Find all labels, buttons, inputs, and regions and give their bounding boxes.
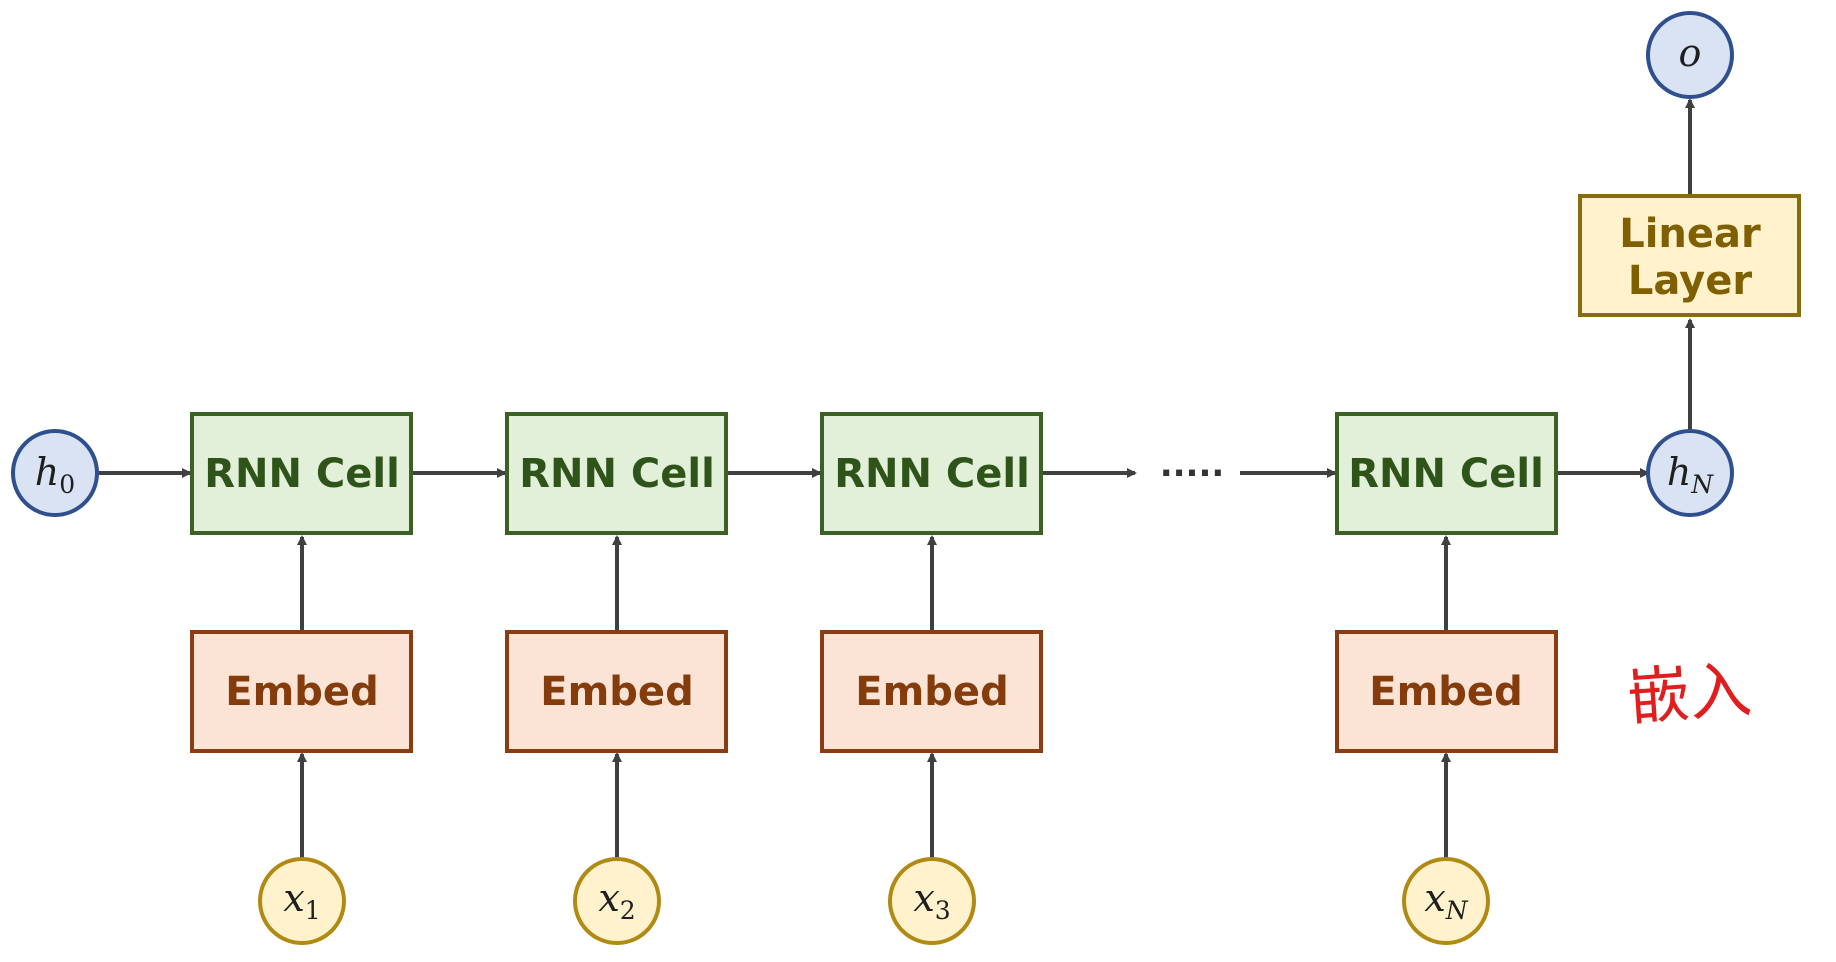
embed-1: Embed [190, 630, 413, 753]
h0-symbol: h [35, 450, 59, 494]
svg-text:x1: x1 [283, 876, 320, 925]
hN-subscript: N [1690, 470, 1714, 499]
hN-symbol: h [1667, 450, 1691, 494]
x3-symbol: x [913, 876, 934, 920]
xN-symbol: x [1424, 876, 1445, 920]
rnn-cell-3: RNN Cell [820, 412, 1043, 535]
output-symbol: o [1679, 31, 1702, 75]
rnn-cell-2: RNN Cell [505, 412, 728, 535]
input-node-2: x2 [573, 857, 661, 945]
x3-subscript: 3 [935, 896, 951, 925]
continuation-dots: ..... [1160, 445, 1225, 485]
x2-subscript: 2 [620, 896, 636, 925]
rnn-cell-2-label: RNN Cell [519, 451, 715, 497]
handwritten-note: 嵌入 [1625, 653, 1754, 734]
linear-layer-line2: Layer [1628, 258, 1752, 304]
rnn-cell-n-label: RNN Cell [1348, 451, 1544, 497]
rnn-cell-1: RNN Cell [190, 412, 413, 535]
svg-text:x3: x3 [913, 876, 950, 925]
xN-subscript: N [1445, 896, 1469, 925]
svg-text:hN: hN [1667, 450, 1714, 499]
input-node-3: x3 [888, 857, 976, 945]
svg-text:h0: h0 [35, 450, 75, 499]
rnn-cell-3-label: RNN Cell [834, 451, 1030, 497]
final-hidden-state-node: hN [1646, 429, 1734, 517]
output-node: o [1646, 11, 1734, 99]
input-node-1: x1 [258, 857, 346, 945]
linear-layer-line1: Linear [1619, 211, 1761, 257]
rnn-cell-n: RNN Cell [1335, 412, 1558, 535]
svg-text:x2: x2 [598, 876, 635, 925]
input-node-n: xN [1402, 857, 1490, 945]
embed-3-label: Embed [855, 669, 1008, 715]
h0-subscript: 0 [59, 470, 75, 499]
rnn-cell-1-label: RNN Cell [204, 451, 400, 497]
x1-subscript: 1 [305, 896, 321, 925]
embed-1-label: Embed [225, 669, 378, 715]
svg-text:xN: xN [1424, 876, 1468, 925]
embed-n-label: Embed [1369, 669, 1522, 715]
embed-2: Embed [505, 630, 728, 753]
x1-symbol: x [283, 876, 304, 920]
embed-2-label: Embed [540, 669, 693, 715]
linear-layer: Linear Layer [1578, 194, 1801, 317]
embed-n: Embed [1335, 630, 1558, 753]
embed-3: Embed [820, 630, 1043, 753]
x2-symbol: x [598, 876, 619, 920]
initial-hidden-state-node: h0 [11, 429, 99, 517]
